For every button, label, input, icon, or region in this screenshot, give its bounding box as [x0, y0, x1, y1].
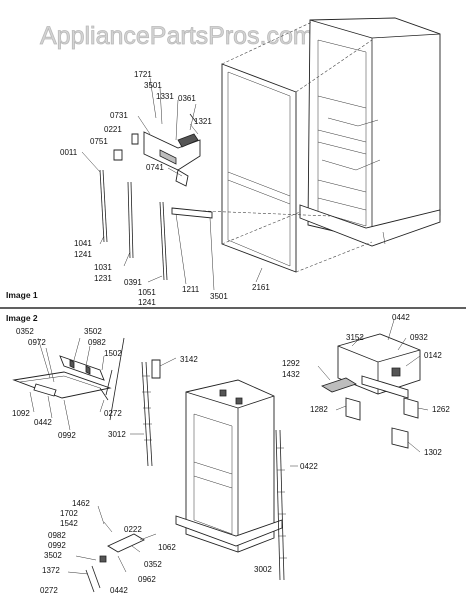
callout-1432: 1432 [282, 370, 300, 379]
callout-3501-b: 3501 [210, 292, 228, 301]
callout-0272-b: 0272 [40, 586, 58, 595]
callout-0992-b: 0992 [48, 541, 66, 550]
callout-1542: 1542 [60, 519, 78, 528]
callout-1721: 1721 [134, 70, 152, 79]
callout-0982: 0982 [88, 338, 106, 347]
callout-0442-b: 0442 [110, 586, 128, 595]
callout-0982-b: 0982 [48, 531, 66, 540]
image2-callouts: 0352 0972 3502 0982 1502 1092 0442 0992 … [12, 313, 450, 595]
callout-0972: 0972 [28, 338, 46, 347]
callout-0221: 0221 [104, 125, 122, 134]
callout-1041: 1041 [74, 239, 92, 248]
callout-0442: 0442 [34, 418, 52, 427]
callout-0751: 0751 [90, 137, 108, 146]
callout-1302: 1302 [424, 448, 442, 457]
callout-0142: 0142 [424, 351, 442, 360]
callout-1062: 1062 [158, 543, 176, 552]
callout-0352-b: 0352 [144, 560, 162, 569]
callout-0932: 0932 [410, 333, 428, 342]
callout-1702: 1702 [60, 509, 78, 518]
callout-1231: 1231 [94, 274, 112, 283]
image2-exploded-view [12, 319, 429, 593]
callout-1031: 1031 [94, 263, 112, 272]
callout-3002: 3002 [254, 565, 272, 574]
callout-0731: 0731 [110, 111, 128, 120]
callout-0352: 0352 [16, 327, 34, 336]
callout-1462: 1462 [72, 499, 90, 508]
callout-1331: 1331 [156, 92, 174, 101]
callout-3012: 3012 [108, 430, 126, 439]
callout-1372: 1372 [42, 566, 60, 575]
callout-1051: 1051 [138, 288, 156, 297]
callout-0962: 0962 [138, 575, 156, 584]
callout-0272: 0272 [104, 409, 122, 418]
callout-3502: 3502 [84, 327, 102, 336]
callout-0391: 0391 [124, 278, 142, 287]
callout-1262: 1262 [432, 405, 450, 414]
callout-3501: 3501 [144, 81, 162, 90]
callout-0361: 0361 [178, 94, 196, 103]
callout-0992: 0992 [58, 431, 76, 440]
image1-callouts: 1721 3501 1331 0361 0731 0221 1321 0751 … [60, 70, 270, 307]
callout-1211: 1211 [182, 285, 200, 294]
callout-0442-c: 0442 [392, 313, 410, 322]
callout-1282: 1282 [310, 405, 328, 414]
callout-0422: 0422 [300, 462, 318, 471]
section-label-image2: Image 2 [6, 313, 38, 323]
watermark-text: AppliancePartsPros.com [40, 22, 314, 50]
callout-1092: 1092 [12, 409, 30, 418]
callout-1241-b: 1241 [138, 298, 156, 307]
callout-1321: 1321 [194, 117, 212, 126]
section-label-image1: Image 1 [6, 290, 38, 300]
callout-3502-b: 3502 [44, 551, 62, 560]
callout-3152: 3152 [346, 333, 364, 342]
callout-0222: 0222 [124, 525, 142, 534]
callout-1241-a: 1241 [74, 250, 92, 259]
callout-1502: 1502 [104, 349, 122, 358]
callout-3142: 3142 [180, 355, 198, 364]
callout-0011: 0011 [60, 148, 78, 157]
callout-2161: 2161 [252, 283, 270, 292]
image1-exploded-view [81, 17, 441, 291]
callout-1292: 1292 [282, 359, 300, 368]
callout-0741: 0741 [146, 163, 164, 172]
